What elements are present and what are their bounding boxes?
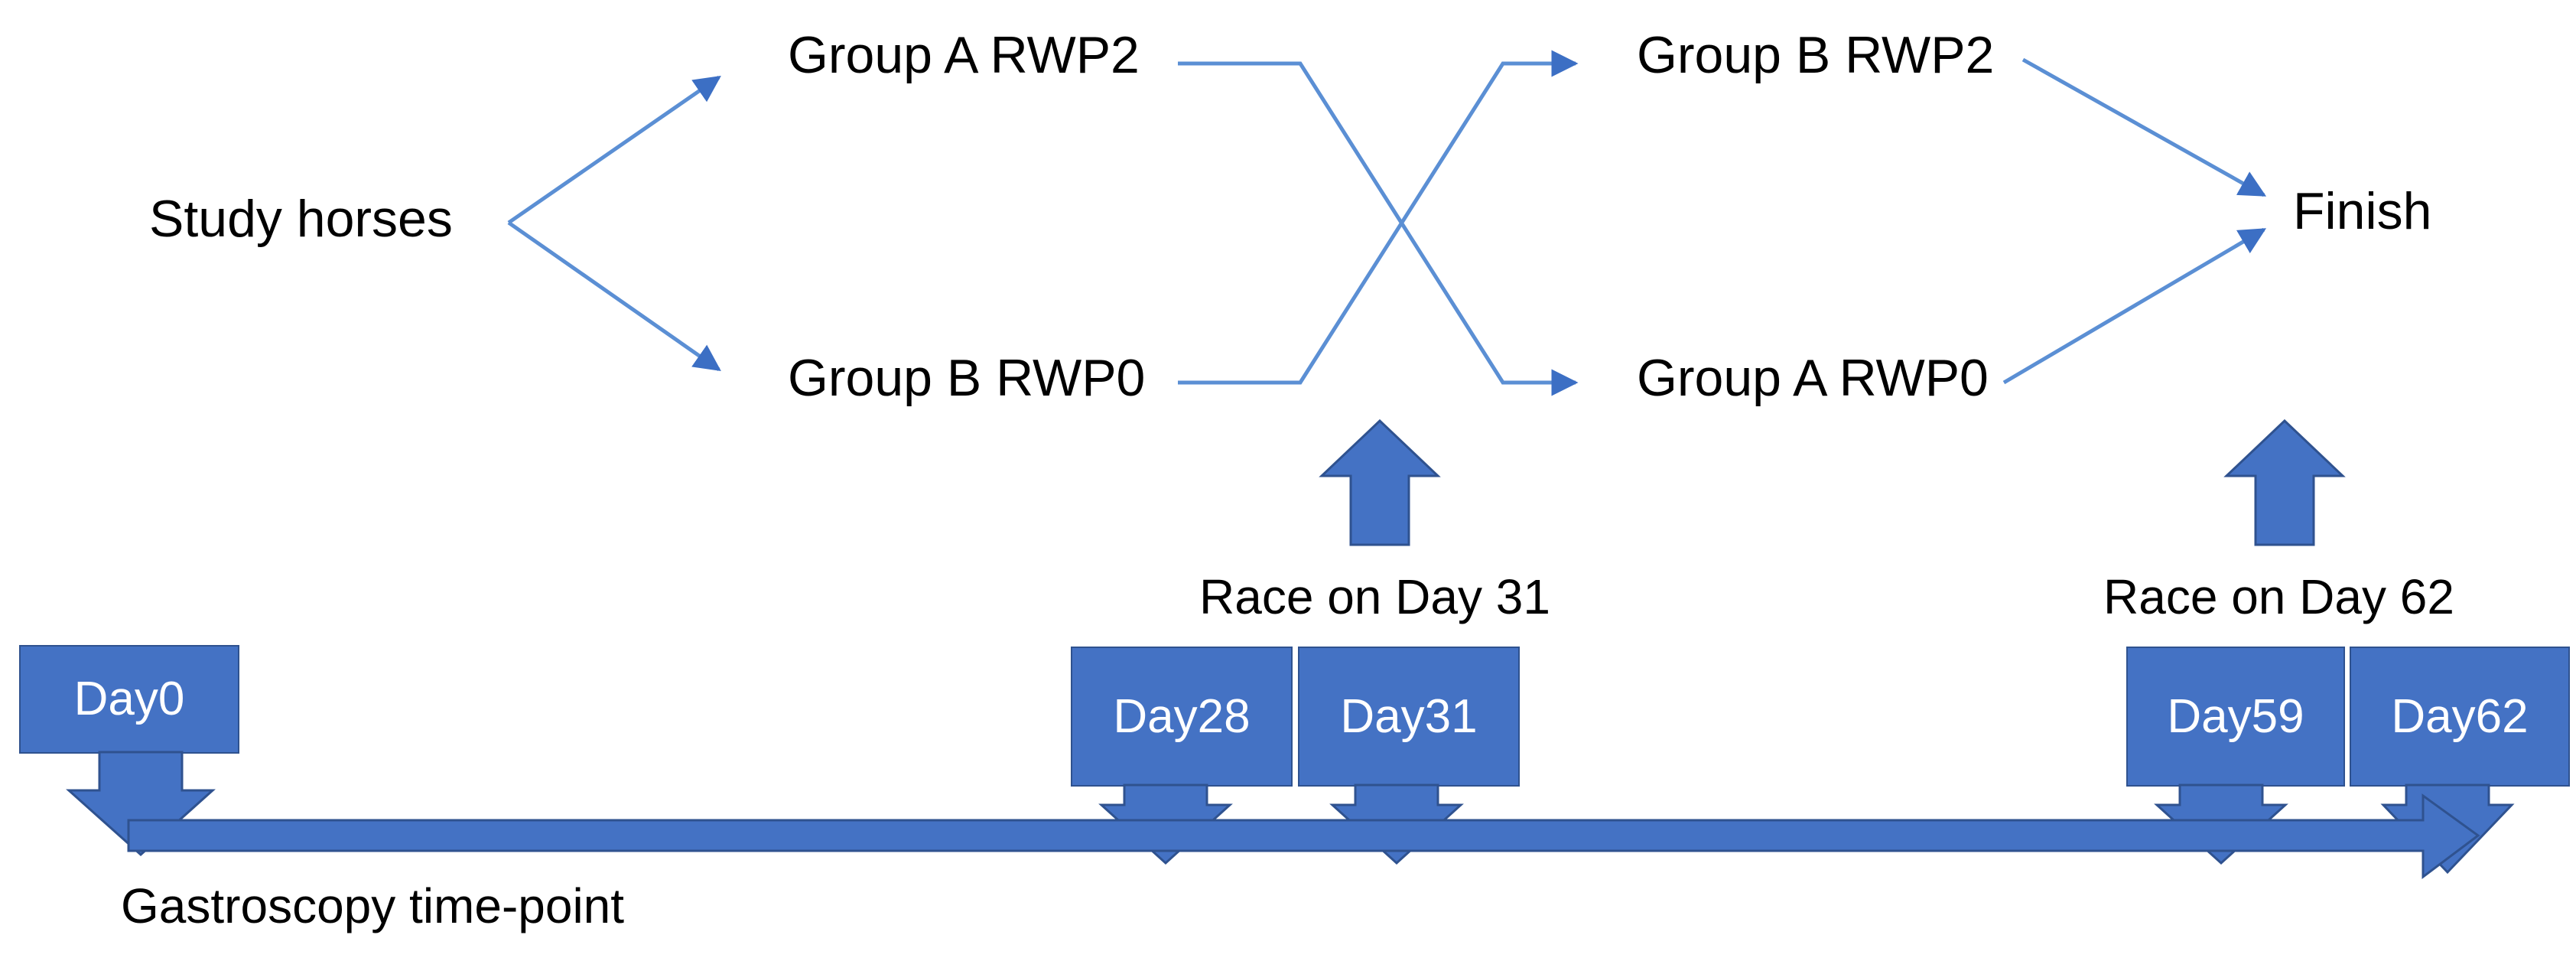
edge-start-to-groupA-rwp2 (507, 75, 721, 225)
timeline-caption: Gastroscopy time-point (121, 878, 625, 933)
timepoint-box-day31: Day31 (1298, 647, 1520, 787)
node-finish: Finish (2293, 182, 2432, 240)
node-group-a-rwp2: Group A RWP2 (788, 26, 1140, 84)
timepoint-label: Day0 (73, 673, 185, 725)
edge-groupB-rwp2-to-finish (2021, 57, 2267, 197)
node-group-b-rwp0: Group B RWP0 (788, 349, 1146, 407)
timepoint-box-day59: Day59 (2126, 647, 2345, 787)
race-arrow-day62-icon (2223, 419, 2346, 546)
node-group-b-rwp2: Group B RWP2 (1637, 26, 1995, 84)
race-label-day31: Race on Day 31 (1199, 569, 1550, 624)
edge-groupB-rwp0-to-groupB-rwp2 (1178, 50, 1579, 385)
node-group-a-rwp0: Group A RWP0 (1637, 349, 1989, 407)
timepoint-label: Day28 (1113, 689, 1251, 743)
timepoint-box-day62: Day62 (2350, 647, 2570, 787)
race-arrow-day31-icon (1319, 419, 1441, 546)
timepoint-label: Day62 (2391, 689, 2529, 743)
timepoint-box-day28: Day28 (1071, 647, 1293, 787)
timepoint-label: Day31 (1340, 689, 1478, 743)
edge-groupA-rwp0-to-finish (2002, 227, 2267, 385)
node-study-horses: Study horses (149, 190, 453, 248)
timepoint-label: Day59 (2167, 689, 2304, 743)
race-label-day62: Race on Day 62 (2103, 569, 2454, 624)
timeline-axis-arrow (127, 793, 2480, 879)
edge-start-to-groupB-rwp0 (507, 220, 721, 372)
timepoint-box-day0: Day0 (19, 645, 239, 754)
